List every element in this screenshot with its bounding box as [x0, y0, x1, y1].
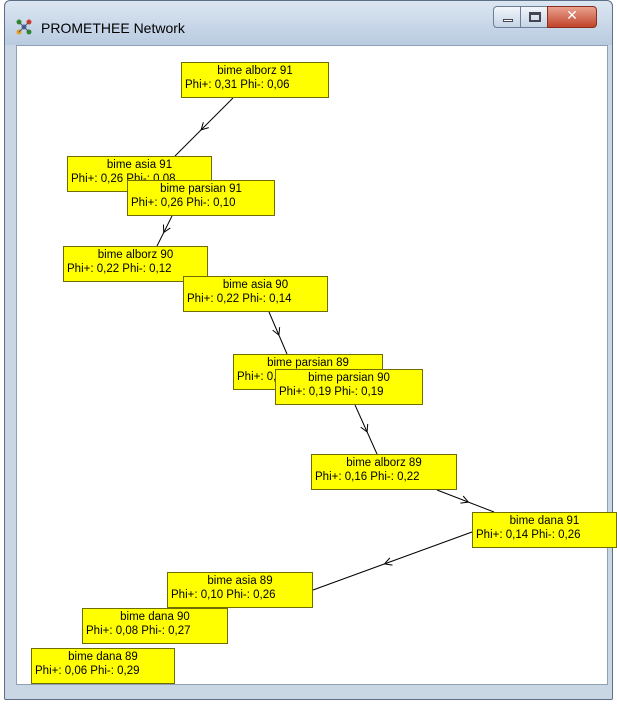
node-name: bime parsian 91	[160, 183, 242, 195]
maximize-button[interactable]	[520, 6, 548, 28]
node-name: bime parsian 89	[267, 357, 349, 369]
node-scores: Phi+: 0,31 Phi-: 0,06	[185, 79, 290, 91]
edge-alborz91-to-asia91	[174, 97, 234, 157]
node-dana90[interactable]: bime dana 90 Phi+: 0,08 Phi-: 0,27	[82, 608, 228, 644]
node-scores: Phi+: 0,22 Phi-: 0,14	[187, 293, 292, 305]
node-scores: Phi+: 0,14 Phi-: 0,26	[476, 529, 581, 541]
arrowhead-parsian91-to-alborz90	[162, 224, 171, 234]
node-scores: Phi+: 0,26 Phi-: 0,10	[131, 197, 236, 209]
node-alborz91[interactable]: bime alborz 91 Phi+: 0,31 Phi-: 0,06	[181, 62, 329, 98]
arrowhead-asia90-to-parsian89	[272, 327, 281, 337]
node-name: bime parsian 90	[308, 372, 390, 384]
node-name: bime dana 90	[120, 611, 190, 623]
node-dana89[interactable]: bime dana 89 Phi+: 0,06 Phi-: 0,29	[31, 648, 175, 684]
node-scores: Phi+: 0,19 Phi-: 0,19	[279, 386, 384, 398]
edge-parsian91-to-alborz90	[156, 215, 173, 247]
node-name: bime dana 89	[68, 651, 138, 663]
node-scores: Phi+: 0,06 Phi-: 0,29	[35, 665, 140, 677]
node-alborz89[interactable]: bime alborz 89 Phi+: 0,16 Phi-: 0,22	[311, 454, 457, 490]
node-name: bime alborz 90	[97, 249, 174, 261]
minimize-button[interactable]	[493, 6, 521, 28]
edge-dana91-to-asia89	[312, 531, 473, 591]
window-title: PROMETHEE Network	[41, 20, 185, 36]
edge-parsian90-to-alborz89	[354, 404, 378, 455]
node-name: bime alborz 89	[346, 457, 422, 469]
maximize-icon	[529, 12, 541, 22]
minimize-icon	[503, 19, 513, 22]
node-name: bime dana 91	[509, 515, 580, 527]
edge-alborz89-to-dana91	[436, 489, 495, 513]
node-dana91[interactable]: bime dana 91 Phi+: 0,14 Phi-: 0,26	[472, 512, 617, 548]
node-name: bime asia 89	[207, 575, 273, 587]
promethee-network-window: PROMETHEE Network ✕ bime alborz 91 Phi+: …	[4, 0, 617, 700]
arrowhead-alborz91-to-asia91	[200, 122, 209, 131]
edge-asia90-to-parsian89	[268, 311, 288, 355]
title-bar[interactable]: PROMETHEE Network ✕	[5, 1, 612, 45]
arrowhead-alborz89-to-dana91	[460, 495, 470, 504]
node-asia89[interactable]: bime asia 89 Phi+: 0,10 Phi-: 0,26	[167, 572, 313, 608]
node-name: bime alborz 91	[217, 65, 293, 77]
arrowhead-parsian90-to-alborz89	[360, 423, 369, 433]
promethee-app-icon	[16, 19, 32, 35]
node-parsian91[interactable]: bime parsian 91 Phi+: 0,26 Phi-: 0,10	[127, 180, 275, 216]
node-scores: Phi+: 0,22 Phi-: 0,12	[67, 263, 172, 275]
node-parsian90[interactable]: bime parsian 90 Phi+: 0,19 Phi-: 0,19	[275, 369, 423, 405]
node-asia90[interactable]: bime asia 90 Phi+: 0,22 Phi-: 0,14	[183, 276, 328, 312]
edge-layer	[156, 97, 495, 591]
close-button[interactable]: ✕	[547, 6, 597, 28]
node-name: bime asia 91	[106, 159, 173, 171]
node-scores: Phi+: 0,10 Phi-: 0,26	[171, 589, 276, 601]
node-scores: Phi+: 0,08 Phi-: 0,27	[86, 625, 191, 637]
node-scores: Phi+: 0,16 Phi-: 0,22	[315, 471, 420, 483]
node-name: bime asia 90	[222, 279, 289, 291]
arrowhead-dana91-to-asia89	[383, 557, 393, 566]
close-icon: ✕	[566, 8, 578, 24]
